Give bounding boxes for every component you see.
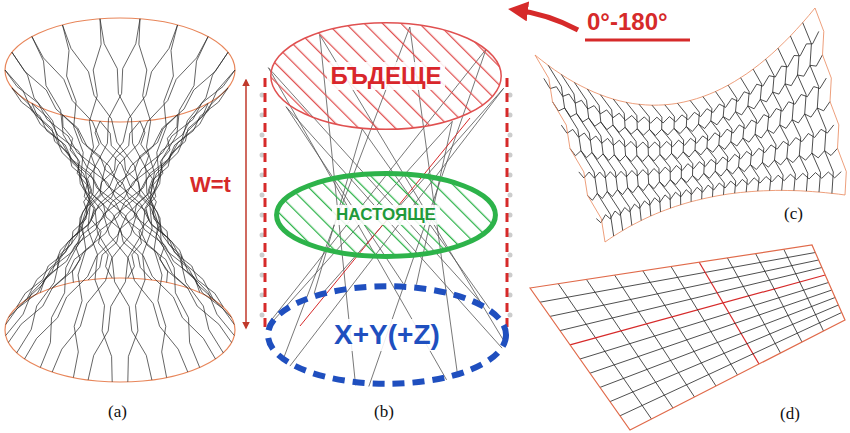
- ruling-line: [590, 290, 832, 373]
- lattice-member: [574, 82, 631, 225]
- lattice-member: [703, 97, 736, 194]
- lattice-member: [548, 65, 614, 236]
- lattice-member: [815, 8, 846, 195]
- lattice-member: [561, 74, 622, 230]
- ruled-surface: [530, 245, 845, 430]
- cylinder-side: [264, 78, 267, 330]
- lattice-member: [678, 103, 714, 197]
- saddle-lattice: [535, 8, 846, 242]
- ruling-line: [610, 305, 838, 402]
- lattice-member: [52, 52, 228, 372]
- lattice-member: [5, 70, 216, 359]
- dot: [508, 313, 513, 318]
- lattice-member: [652, 105, 691, 202]
- ellipse-shape: [271, 23, 501, 130]
- lattice-member: [25, 70, 236, 359]
- surface-boundary: [530, 245, 845, 430]
- lattice-member: [40, 19, 140, 368]
- dot: [260, 313, 265, 318]
- ruling-line: [784, 249, 824, 331]
- lattice-member: [778, 48, 808, 191]
- lattice-member: [100, 19, 200, 368]
- lattice-member: [8, 88, 228, 343]
- dot: [508, 193, 513, 198]
- lattice-member: [32, 37, 152, 380]
- lattice-member: [73, 19, 101, 378]
- lattice-member: [790, 36, 820, 192]
- lattice-member: [626, 102, 670, 208]
- lattice-member: [32, 103, 234, 324]
- lattice-member: [6, 37, 208, 336]
- lattice-member: [128, 25, 178, 382]
- ruling-line: [620, 313, 842, 416]
- dot: [260, 133, 265, 138]
- ruling-line: [727, 258, 780, 353]
- ruling-line: [756, 254, 802, 342]
- lattice-member: [579, 125, 834, 178]
- lattice-member: [587, 89, 641, 220]
- lattice-member: [17, 25, 178, 353]
- dimension-label: W=t: [188, 172, 233, 198]
- region-label: БЪДЕЩЕ: [327, 62, 446, 90]
- rim-ellipse: [5, 278, 235, 382]
- lattice-member: [12, 88, 232, 343]
- lattice-member: [63, 115, 224, 307]
- lattice-member: [139, 19, 167, 378]
- lattice-member: [716, 92, 748, 193]
- panel-label: (d): [778, 404, 802, 424]
- lattice-member: [32, 103, 152, 280]
- underline: [585, 39, 690, 42]
- lattice-member: [803, 23, 834, 194]
- dot: [508, 133, 513, 138]
- lattice-member: [12, 52, 188, 372]
- panel-label: (c): [782, 204, 805, 224]
- dot: [260, 253, 265, 258]
- rim-ellipse: [5, 18, 235, 122]
- lattice-member: [553, 55, 823, 136]
- ellipse-shape: [268, 286, 506, 384]
- lattice-member: [690, 101, 724, 195]
- lattice-member: [88, 37, 208, 380]
- ellipse-shape: [277, 174, 496, 257]
- lattice-member: [6, 103, 208, 324]
- cylinder-side: [506, 78, 509, 330]
- ruling-line: [699, 262, 759, 364]
- region-label: НАСТОЯЩЕ: [332, 205, 440, 225]
- ellipse-region: X+Y(+Z): [263, 282, 511, 388]
- lattice-member: [741, 78, 771, 191]
- lattice-member: [600, 95, 650, 216]
- dimension-arrow: [245, 80, 247, 328]
- lattice-member: [535, 55, 605, 242]
- lattice-member: [728, 85, 759, 191]
- ellipse-region: НАСТОЯЩЕ: [272, 170, 500, 260]
- panel-label: (a): [106, 402, 129, 422]
- lattice-member: [753, 69, 783, 190]
- lattice-member: [570, 102, 830, 162]
- dot: [508, 253, 513, 258]
- panel-label: (b): [372, 402, 396, 422]
- rotation-arrow: [516, 10, 578, 30]
- hyperboloid-lattice: [5, 18, 235, 382]
- dot: [260, 193, 265, 198]
- ellipse-region: БЪДЕЩЕ: [266, 18, 506, 134]
- lattice-member: [766, 59, 796, 190]
- angle-range: 0°-180°: [585, 8, 670, 36]
- region-label: X+Y(+Z): [330, 319, 444, 351]
